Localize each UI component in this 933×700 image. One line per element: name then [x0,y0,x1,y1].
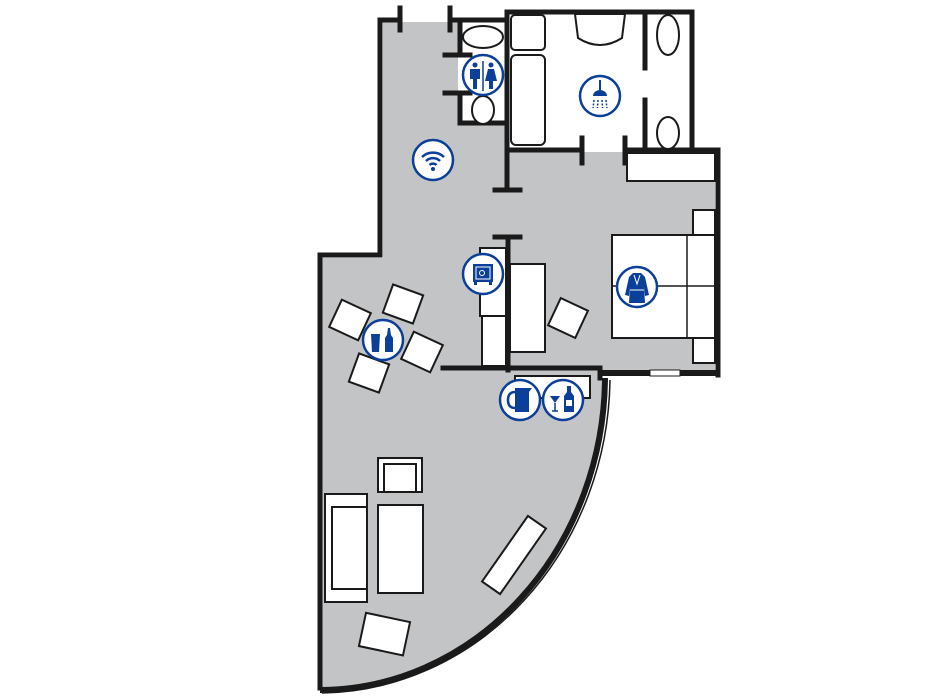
dining-chair [399,330,445,374]
bath-shelf [510,14,546,51]
dresser [626,152,716,182]
bidet [656,14,680,56]
wardrobe-lower [481,315,507,367]
drinks-icon [361,318,405,362]
sink [462,25,504,49]
dining-chair [327,298,373,342]
tv-console [480,514,548,596]
kettle-icon [498,378,542,422]
safe-icon [461,252,505,296]
nightstand [692,337,716,364]
coffee-table [377,504,424,594]
nightstand [692,209,716,236]
bathtub [510,54,546,146]
armchair [357,611,412,657]
dining-chair [381,283,425,325]
wc-icon [461,53,505,97]
amenity-icons [361,53,659,422]
minibar-icon [541,378,585,422]
walls [317,5,721,694]
shower-icon [578,74,622,118]
desk [509,263,546,353]
desk-chair [546,296,590,340]
bathrobe-icon [615,265,659,309]
toilet [471,95,495,125]
bathroom-toilet [656,116,680,150]
bathroom-sink [573,13,627,46]
wifi-icon [411,138,455,182]
